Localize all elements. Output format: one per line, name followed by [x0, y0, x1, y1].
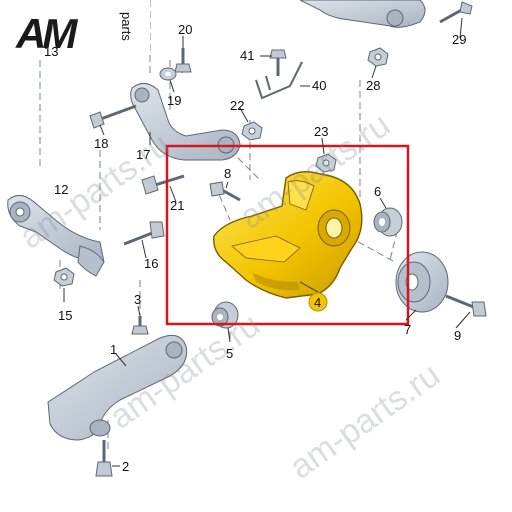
- callout-17: 17: [136, 147, 150, 162]
- control-arm-12: [7, 195, 105, 277]
- callout-labels: 20 19 18 17 41 40 22 23 28 29 21 8 6 12 …: [54, 22, 466, 474]
- wheel-carrier-4-highlighted[interactable]: [213, 171, 363, 299]
- bolt-8-icon: [209, 181, 241, 202]
- wheel-hub-7-icon: [395, 251, 449, 313]
- bracket-40-icon: [255, 61, 303, 100]
- bolt-18-icon: [89, 104, 137, 129]
- bolt-3-icon: [131, 316, 149, 335]
- callout-leaders: [63, 17, 471, 467]
- callout-16: 16: [144, 256, 158, 271]
- bolt-16-icon: [123, 221, 165, 246]
- bushing-6-icon: [373, 207, 403, 237]
- nut-28-icon: [367, 47, 389, 67]
- bolt-20-icon: [174, 48, 192, 73]
- callout-23: 23: [314, 124, 328, 139]
- callout-22: 22: [230, 98, 244, 113]
- callout-12: 12: [54, 182, 68, 197]
- callout-41: 41: [240, 48, 254, 63]
- bolt-21-icon: [141, 174, 185, 195]
- highlight-frame: [165, 144, 410, 326]
- callout-8: 8: [224, 166, 231, 181]
- bolt-2-icon: [95, 440, 113, 477]
- callout-5: 5: [226, 346, 233, 361]
- nut-15-icon: [53, 267, 75, 287]
- callout-1: 1: [110, 342, 117, 357]
- callout-7: 7: [404, 322, 411, 337]
- callout-3: 3: [134, 292, 141, 307]
- logo-side: parts: [119, 12, 134, 41]
- control-arm-1: [47, 334, 188, 441]
- callout-29: 29: [452, 32, 466, 47]
- callout-4: 4: [314, 295, 321, 310]
- logo-main: AM: [15, 10, 78, 57]
- callout-21: 21: [170, 198, 184, 213]
- callout-9: 9: [454, 328, 461, 343]
- nut-23-icon: [315, 153, 337, 173]
- logo-trim: 13: [44, 44, 58, 59]
- bolt-9-icon: [445, 294, 487, 317]
- callout-19: 19: [167, 93, 181, 108]
- callout-20: 20: [178, 22, 192, 37]
- bolt-41-icon: [269, 49, 287, 76]
- upper-control-arm-top: [299, 0, 426, 28]
- washer-19-icon: [159, 67, 177, 81]
- watermark-text-3: am-parts.ru: [283, 356, 447, 487]
- callout-15: 15: [58, 308, 72, 323]
- callout-18: 18: [94, 136, 108, 151]
- bushing-5-icon: [211, 301, 239, 329]
- nut-22-icon: [241, 121, 263, 141]
- bolt-29-icon: [439, 1, 473, 24]
- callout-6: 6: [374, 184, 381, 199]
- callout-4-badge[interactable]: 4: [308, 292, 328, 312]
- callout-40: 40: [312, 78, 326, 93]
- callout-28: 28: [366, 78, 380, 93]
- brand-logo: AM parts 13: [0, 0, 150, 59]
- callout-2: 2: [122, 459, 129, 474]
